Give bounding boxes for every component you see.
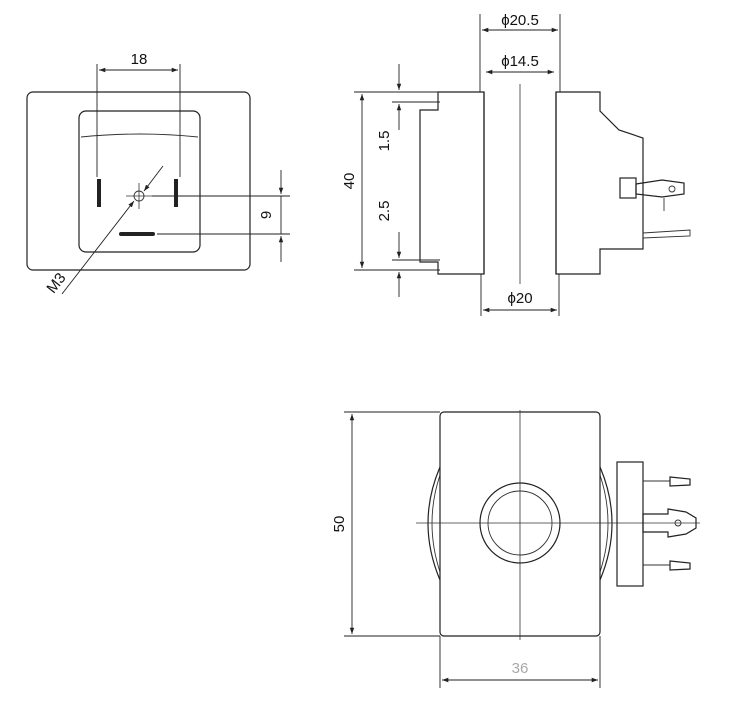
front-view-connector-face — [78, 110, 201, 253]
top-view-flange-right — [599, 466, 613, 581]
section-terminal-body — [619, 177, 637, 199]
dim-bore-inner-label: ϕ14.5 — [501, 53, 539, 70]
section-terminal-blade — [635, 179, 685, 198]
top-view-terminal-bottom — [643, 560, 691, 571]
dim-2-5-label: 2.5 — [376, 201, 393, 222]
m3-leader-upper — [143, 165, 164, 192]
front-view-pin-right — [174, 179, 178, 207]
top-view-connector-box — [616, 461, 644, 587]
section-view: ϕ20.5 ϕ14.5 40 1.5 2.5 ϕ20 — [341, 12, 691, 316]
front-view-pin-ground — [119, 232, 155, 236]
section-wall-right — [555, 91, 644, 275]
dim-bore-bottom-label: ϕ20 — [507, 290, 532, 307]
dim-40-label: 40 — [341, 173, 358, 190]
top-view-flange-right-inner — [599, 474, 609, 573]
top-view-terminal-middle — [642, 508, 697, 538]
front-view-housing — [26, 91, 251, 271]
top-view-flange-left-inner — [431, 474, 441, 573]
dim-9-label: 9 — [258, 211, 275, 219]
dim-bore-outer-label: ϕ20.5 — [501, 12, 539, 29]
section-wall-left — [419, 91, 485, 275]
section-terminal-flat — [642, 229, 691, 239]
m3-thread-label: M3 — [43, 270, 69, 297]
top-view: 50 36 — [331, 410, 700, 688]
dim-50-label: 50 — [331, 516, 348, 533]
top-view-terminal-top — [643, 476, 691, 487]
dim-1-5-label: 1.5 — [376, 131, 393, 152]
dim-18-label: 18 — [131, 51, 148, 68]
top-view-flange-left — [427, 466, 441, 581]
dim-36-label: 36 — [512, 660, 529, 677]
m3-leader-lower — [61, 200, 135, 295]
section-terminal-hole — [668, 185, 676, 193]
front-view: 18 9 M3 — [26, 51, 290, 297]
front-view-pin-left — [97, 179, 101, 207]
front-view-connector-bezel — [80, 133, 199, 138]
